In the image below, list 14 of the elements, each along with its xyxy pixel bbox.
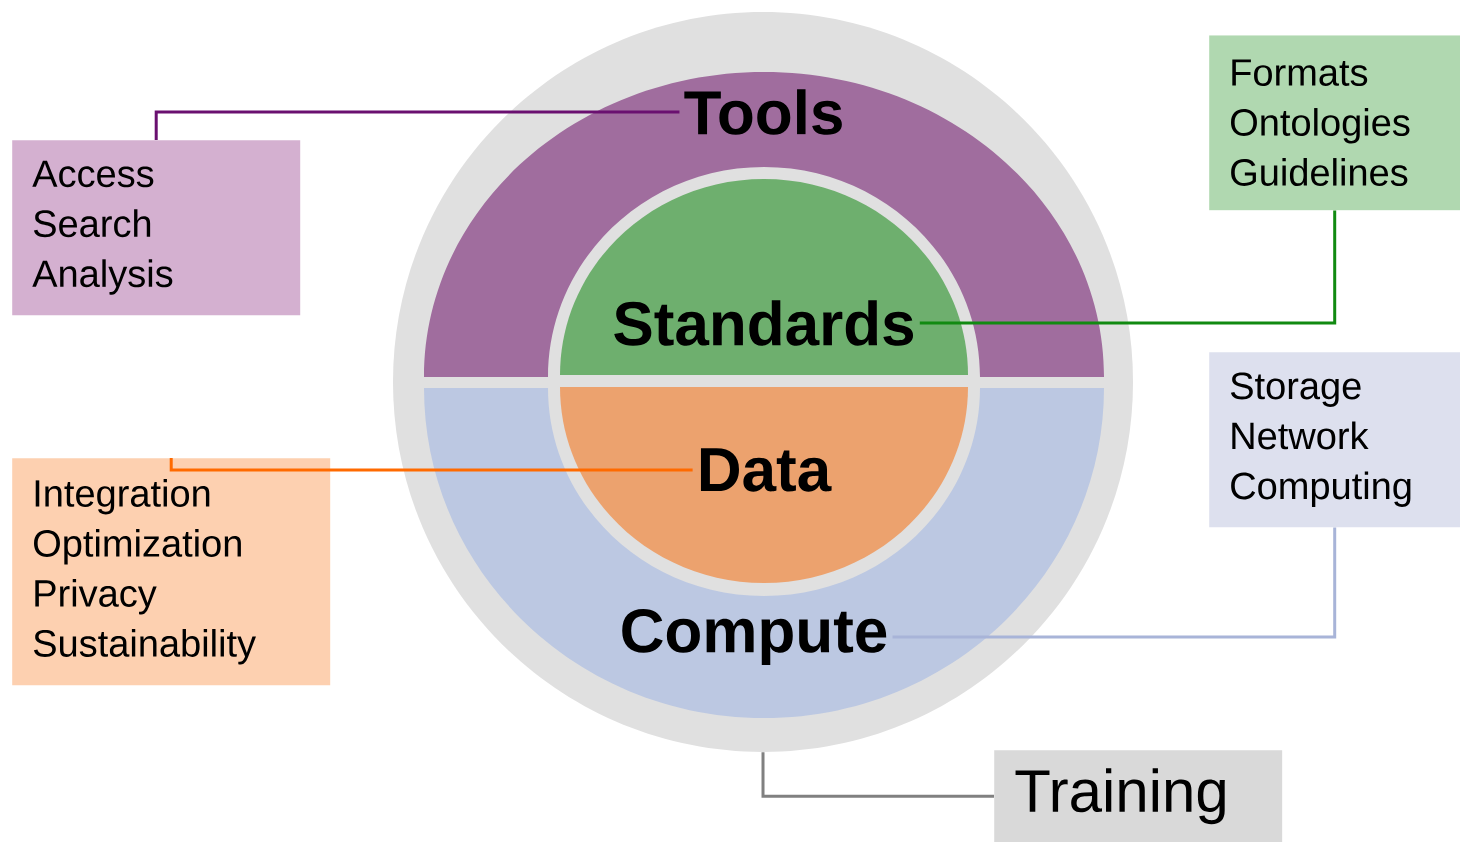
connector-line — [154, 110, 680, 140]
connector-line — [892, 527, 1337, 639]
connector-line — [761, 752, 994, 798]
connector-line — [919, 210, 1337, 325]
text-box: Access Search Analysis — [12, 140, 301, 316]
text-box: Formats Ontologies Guidelines — [1209, 35, 1460, 211]
text-box: Storage Network Computing — [1209, 352, 1460, 528]
text-box: Training — [994, 750, 1283, 842]
segment-label: Tools — [684, 89, 842, 135]
segment-label: Data — [700, 448, 832, 492]
text-box: Integration Optimization Privacy Sustainability — [12, 458, 331, 686]
segment-label: Standards — [614, 300, 914, 346]
connector-line — [169, 458, 693, 472]
segment-label: Compute — [622, 608, 887, 666]
